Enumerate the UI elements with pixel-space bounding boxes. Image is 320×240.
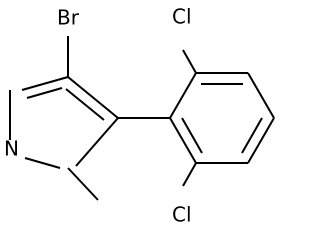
bond-c5-c4 [67,76,119,119]
bond-ph4-ph5 [247,117,275,164]
structure-diagram: Br N Cl Cl [4,5,275,227]
atom-label-n: N [4,137,19,161]
bond-c4-c3 [21,76,69,91]
atom-label-cl-bottom: Cl [172,203,192,227]
bond-ph6-ph1-double [181,117,203,154]
bond-ph6-cl-bottom [182,162,197,187]
bond-n1-c5 [75,117,119,167]
bond-c3-c4-double [26,87,63,99]
bond-c5-c4-double [65,88,105,121]
atom-label-cl-top: Cl [172,5,192,29]
atom-label-br: Br [57,6,80,30]
bond-ph3-ph4 [247,72,275,119]
bond-ph4-ph5-double [241,117,263,154]
bond-ph2-cl-top [182,49,197,74]
bond-n1-methyl [67,167,99,201]
bond-ph1-ph2 [169,72,197,119]
molecule-canvas: Br N Cl Cl [4,4,275,227]
bond-n2-n1 [24,157,61,169]
bond-ph6-ph1 [169,117,197,164]
